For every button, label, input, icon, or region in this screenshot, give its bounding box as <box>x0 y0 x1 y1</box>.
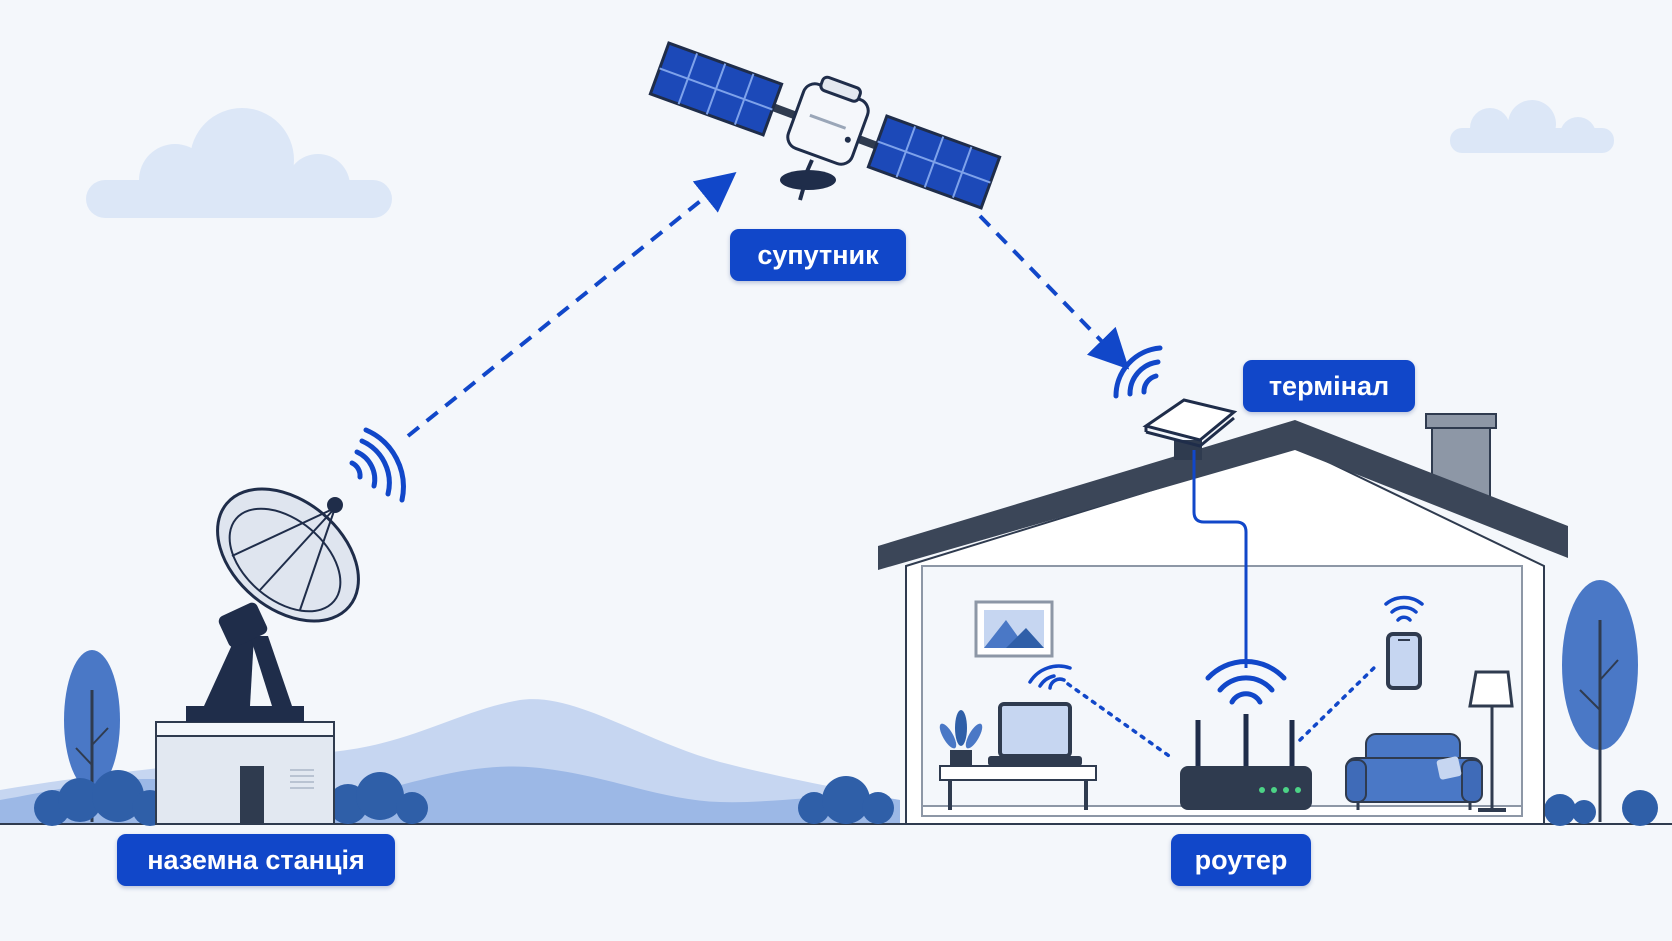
bushes <box>798 776 1658 826</box>
signal-waves-icon <box>1113 345 1163 399</box>
tree-icon <box>64 650 120 822</box>
terminal-label: термінал <box>1243 360 1415 412</box>
phone-icon <box>1386 632 1422 690</box>
tree-icon <box>1562 580 1638 822</box>
signal-waves-icon <box>349 427 406 503</box>
signal-waves-icon <box>1205 659 1287 705</box>
laptop-link <box>1066 682 1174 760</box>
cloud-icon <box>1450 100 1614 153</box>
picture-frame-icon <box>974 600 1054 658</box>
uplink-arrow <box>406 171 737 438</box>
downlink-arrow <box>978 214 1130 370</box>
ground-station-label: наземна станція <box>117 834 395 886</box>
sofa-icon <box>1345 733 1483 810</box>
terminal-cable <box>1192 450 1248 668</box>
satellite-label: супутник <box>730 229 906 281</box>
laptop-icon <box>988 702 1082 766</box>
router-label: роутер <box>1171 834 1311 886</box>
signal-waves-icon <box>1384 595 1424 622</box>
ground-dish-icon <box>186 487 360 722</box>
ground-station-building <box>155 721 335 825</box>
bushes <box>34 770 428 826</box>
lamp-icon <box>1468 670 1514 812</box>
signal-waves-icon <box>1028 664 1072 690</box>
plant-icon <box>939 710 983 766</box>
phone-link <box>1298 662 1380 742</box>
side-table <box>939 765 1097 810</box>
cloud-icon <box>86 108 392 218</box>
satellite-icon <box>648 41 1002 210</box>
router-icon <box>1180 714 1312 810</box>
